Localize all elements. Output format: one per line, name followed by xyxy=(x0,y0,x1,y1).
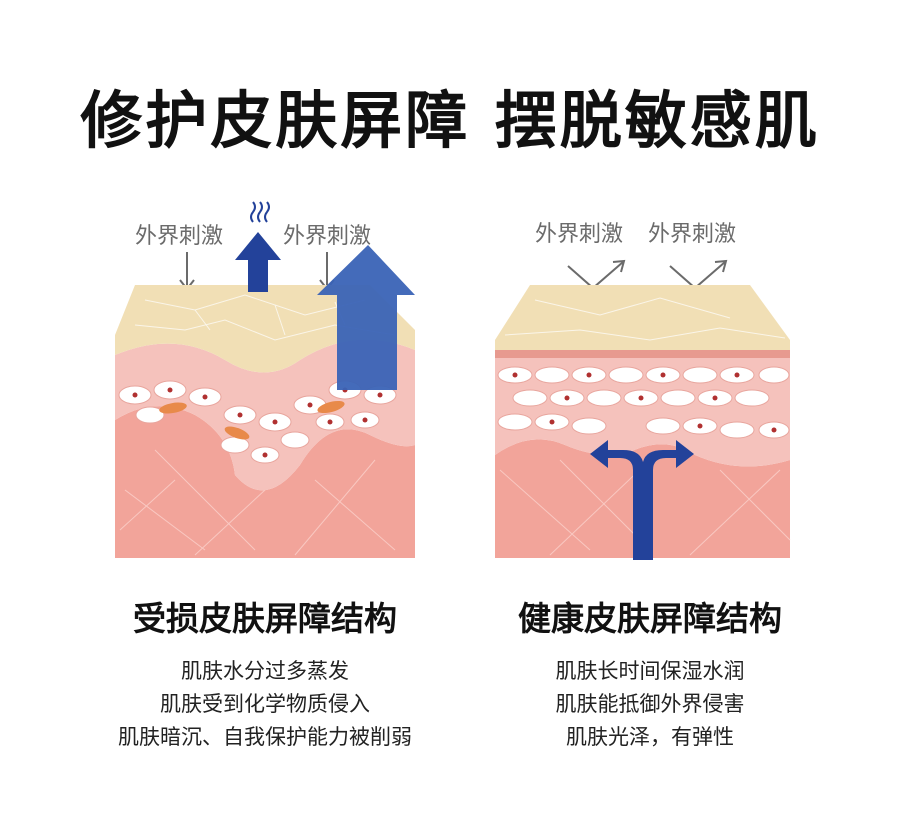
water-loss-arrow-icon xyxy=(235,232,281,292)
healthy-barrier-heading: 健康皮肤屏障结构 xyxy=(518,599,782,638)
damaged-effect-line: 肌肤暗沉、自我保护能力被削弱 xyxy=(118,725,412,749)
damaged-effect-line: 肌肤水分过多蒸发 xyxy=(181,659,349,683)
healthy-effect-line: 肌肤长时间保湿水润 xyxy=(555,659,745,683)
damaged-skin-illustration: 外界刺激 外界刺激 xyxy=(115,190,415,560)
damaged-barrier-heading: 受损皮肤屏障结构 xyxy=(133,599,397,638)
healthy-effect-line: 肌肤能抵御外界侵害 xyxy=(555,692,745,716)
external-stimulus-label: 外界刺激 xyxy=(648,222,737,247)
stratum-corneum xyxy=(495,285,790,355)
page-title: 修护皮肤屏障 摆脱敏感肌 xyxy=(80,84,820,157)
epidermis-layer xyxy=(495,355,790,467)
external-stimulus-label: 外界刺激 xyxy=(283,224,372,249)
external-stimulus-label: 外界刺激 xyxy=(135,224,224,249)
healthy-effect-line: 肌肤光泽，有弹性 xyxy=(566,725,734,749)
healthy-skin-illustration: 外界刺激 外界刺激 xyxy=(490,190,800,560)
evaporation-icon xyxy=(250,201,270,223)
damaged-skin-diagram xyxy=(115,201,415,558)
healthy-skin-diagram xyxy=(495,259,791,560)
external-stimulus-label: 外界刺激 xyxy=(535,222,624,247)
damaged-effect-line: 肌肤受到化学物质侵入 xyxy=(160,692,370,716)
chemical-intrusion-arrow-icon xyxy=(317,245,415,390)
dermis-layer xyxy=(115,406,415,558)
deflect-arrow-icon xyxy=(567,259,728,290)
moisture-lock-arrow-icon xyxy=(590,440,694,560)
